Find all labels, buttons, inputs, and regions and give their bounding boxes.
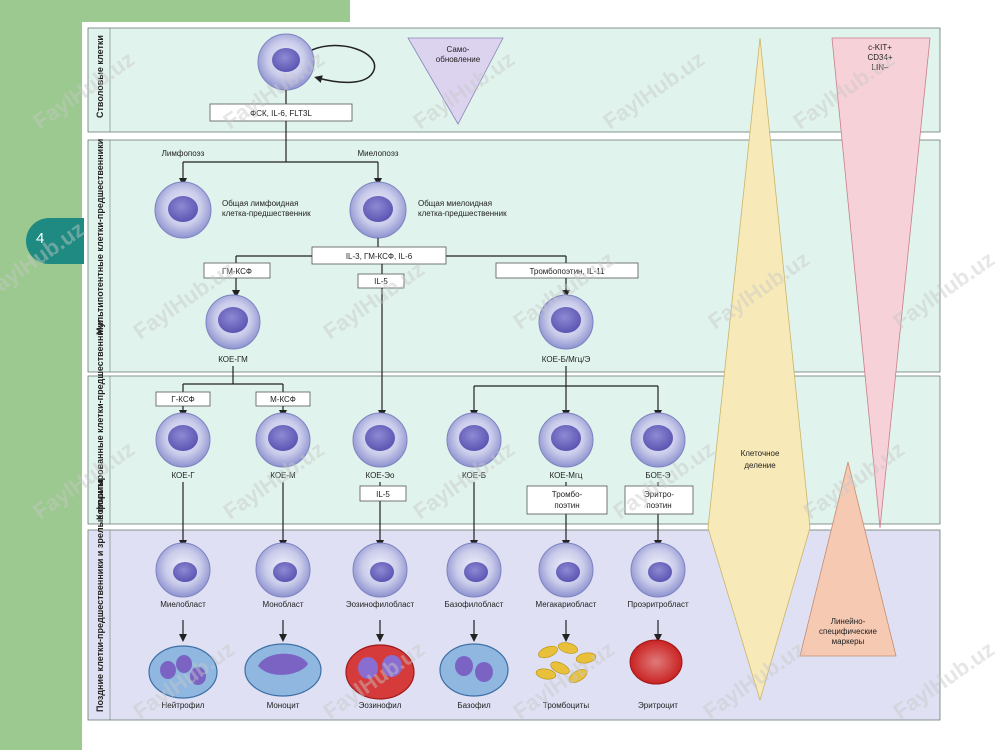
band-label-committed: Коммитированные клетки-предшественники — [95, 320, 105, 520]
cell-nucleus — [173, 562, 197, 582]
committed-label: КОЕ-Эо — [366, 471, 396, 480]
tpo-il11-box — [495, 262, 639, 279]
mature-label: Тромбоциты — [543, 701, 589, 710]
self-renewal-text-1: Само- — [447, 45, 470, 54]
gm-csf-box — [203, 262, 271, 279]
blast-label: Миелобласт — [160, 600, 206, 609]
cell-nucleus — [268, 425, 298, 451]
band-label-multipotent: Мультипотентные клетки-предшественники — [95, 139, 105, 335]
lymphopoiesis-label: Лимфопоэз — [162, 149, 205, 158]
band-label-late: Поздние клетки-предшественники и зрелые … — [95, 479, 105, 712]
cell-nucleus — [459, 425, 489, 451]
mature-label: Нейтрофил — [162, 701, 205, 710]
cell-nucleus — [365, 425, 395, 451]
il5-top-text: IL-5 — [374, 277, 388, 286]
division-text-1: Клеточное — [741, 449, 780, 458]
multi-factor-text: IL-3, ГМ-КСФ, IL-6 — [346, 252, 413, 261]
platelet — [535, 668, 557, 680]
self-renewal-arrow — [311, 44, 376, 84]
gm-csf-text: ГМ-КСФ — [222, 267, 252, 276]
cell-nucleus — [551, 425, 581, 451]
cmp-label-1: Общая миелоидная — [418, 199, 492, 208]
markers-text-1: c-KIT+ — [868, 43, 892, 52]
committed-label: КОЕ-Г — [171, 471, 195, 480]
stem-cell-nucleus — [272, 48, 300, 72]
slide-number: 4 — [36, 230, 45, 247]
committed-label: КОЕ-Мгц — [550, 471, 583, 480]
committed-label: КОЕ-Б — [462, 471, 486, 480]
il5-bottom-box — [359, 485, 407, 502]
tpo-box — [526, 485, 608, 515]
cell-nucleus — [464, 562, 488, 582]
committed-label: КОЕ-М — [270, 471, 296, 480]
mature-row: Нейтрофил Моноцит Эозинофил Базофил Тромбоци… — [148, 639, 683, 710]
cell-nucleus — [648, 562, 672, 582]
mature-label: Эозинофил — [359, 701, 402, 710]
cell-division-diamond — [707, 37, 811, 702]
cfu-bmeg-label: КОЕ-Б/Мгц/Э — [542, 355, 591, 364]
markers-text-3: LIN– — [872, 63, 889, 72]
clp-label-2: клетка-предшественник — [222, 209, 311, 218]
lineage-text-2: специфические — [819, 627, 877, 636]
erythrocyte-cell — [629, 639, 683, 685]
platelet — [557, 642, 579, 654]
lineage-text-1: Линейно- — [831, 617, 866, 626]
cell-nucleus — [168, 425, 198, 451]
cell-nucleus — [643, 425, 673, 451]
lineage-markers-triangle — [799, 461, 897, 657]
mature-label: Моноцит — [267, 701, 300, 710]
il5-bottom-text: IL-5 — [376, 490, 390, 499]
tpo-text-1: Тромбо- — [552, 490, 583, 499]
blast-row: Миелобласт Монобласт Эозинофилобласт Базофи… — [155, 542, 689, 642]
markers-triangle — [831, 37, 931, 529]
platelet — [538, 645, 558, 659]
cfu-gm-label: КОЕ-ГМ — [218, 355, 248, 364]
mature-label: Базофил — [457, 701, 491, 710]
blast-label: Мегакариобласт — [536, 600, 597, 609]
watermark-text: FaylHub.uz — [0, 216, 89, 304]
platelet — [575, 652, 597, 664]
platelet — [568, 669, 588, 683]
markers-text-2: CD34+ — [867, 53, 892, 62]
g-csf-text: Г-КСФ — [171, 395, 194, 404]
clp-label-1: Общая лимфоидная — [222, 199, 298, 208]
self-renewal-triangle — [407, 37, 504, 125]
band-label-stem: Стволовые клетки — [95, 35, 105, 118]
epo-box — [624, 485, 694, 515]
tpo-text-2: поэтин — [554, 501, 579, 510]
m-csf-text: М-КСФ — [270, 395, 296, 404]
stem-factor-text: ФСК, IL-6, FLT3L — [250, 109, 312, 118]
mature-label: Эритроцит — [638, 701, 678, 710]
cell-nucleus — [370, 562, 394, 582]
cell-nucleus — [273, 562, 297, 582]
blast-label: Проэритробласт — [627, 600, 689, 609]
committed-label: БОЕ-Э — [645, 471, 670, 480]
blast-label: Эозинофилобласт — [346, 600, 415, 609]
cmp-label-2: клетка-предшественник — [418, 209, 507, 218]
cell-nucleus — [556, 562, 580, 582]
myelopoiesis-label: Миелопоэз — [358, 149, 399, 158]
slide-number-tab — [26, 218, 84, 264]
epo-text-2: поэтин — [646, 501, 671, 510]
division-text-2: деление — [744, 461, 776, 470]
il5-top-box — [357, 273, 405, 289]
platelet — [550, 661, 570, 675]
self-renewal-text-2: обновление — [436, 55, 481, 64]
blast-label: Базофилобласт — [445, 600, 504, 609]
blast-label: Монобласт — [262, 600, 303, 609]
basophil-cell — [439, 643, 509, 697]
tpo-il11-text: Тромбопоэтин, IL-11 — [529, 267, 605, 276]
epo-text-1: Эритро- — [644, 490, 674, 499]
committed-row: КОЕ-Г КОЕ-М КОЕ-Эо КОЕ-Б КОЕ-Мгц БОЕ-Э — [155, 412, 686, 548]
stem-factor-box — [209, 103, 353, 122]
lineage-text-3: маркеры — [832, 637, 865, 646]
